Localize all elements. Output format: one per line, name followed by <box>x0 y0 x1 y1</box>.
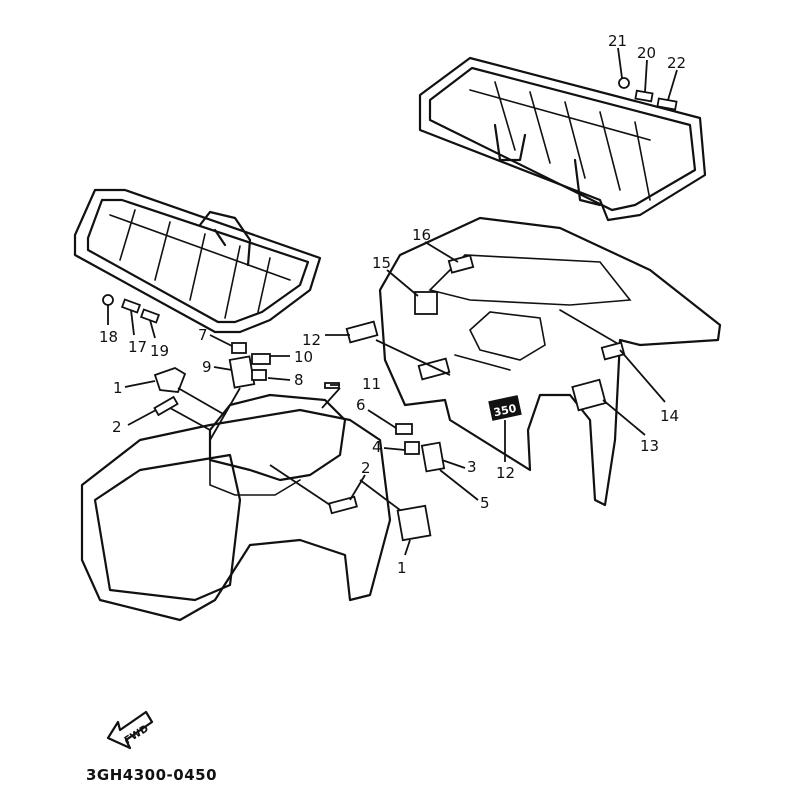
front-carrier <box>73 188 322 334</box>
callout-6: 6 <box>356 396 366 414</box>
callout-7: 7 <box>198 326 208 344</box>
callout-2b: 2 <box>361 459 371 477</box>
callout-12b: 12 <box>496 464 515 482</box>
front-fender <box>80 393 392 622</box>
callout-19: 19 <box>150 342 169 360</box>
svg-text:350: 350 <box>492 402 518 420</box>
callout-13: 13 <box>640 437 659 455</box>
callout-21: 21 <box>608 32 627 50</box>
callout-18: 18 <box>99 328 118 346</box>
callout-2: 2 <box>112 418 122 436</box>
decals: 350 <box>102 77 678 542</box>
callout-16: 16 <box>412 226 431 244</box>
callout-9: 9 <box>202 358 212 376</box>
emblem-350: 350 <box>488 395 522 421</box>
callout-15: 15 <box>372 254 391 272</box>
callout-3: 3 <box>467 458 477 476</box>
callout-5: 5 <box>480 494 490 512</box>
rear-carrier <box>418 56 707 222</box>
leader-lines <box>107 47 678 556</box>
callout-14: 14 <box>660 407 679 425</box>
callout-12: 12 <box>302 331 321 349</box>
callouts: 21 20 22 16 15 18 17 19 12 7 10 9 8 1 11… <box>99 32 686 577</box>
fwd-arrow-icon: FWD <box>106 710 154 750</box>
svg-text:FWD: FWD <box>123 723 151 746</box>
callout-22: 22 <box>667 54 686 72</box>
callout-8: 8 <box>294 371 304 389</box>
callout-4: 4 <box>372 438 382 456</box>
part-code: 3GH4300-0450 <box>86 766 217 784</box>
decal-1 <box>153 367 187 393</box>
callout-17: 17 <box>128 338 147 356</box>
callout-1: 1 <box>113 379 123 397</box>
rear-fender <box>378 216 722 507</box>
callout-20: 20 <box>637 44 656 62</box>
callout-1b: 1 <box>397 559 407 577</box>
callout-11: 11 <box>362 375 381 393</box>
callout-10: 10 <box>294 348 313 366</box>
